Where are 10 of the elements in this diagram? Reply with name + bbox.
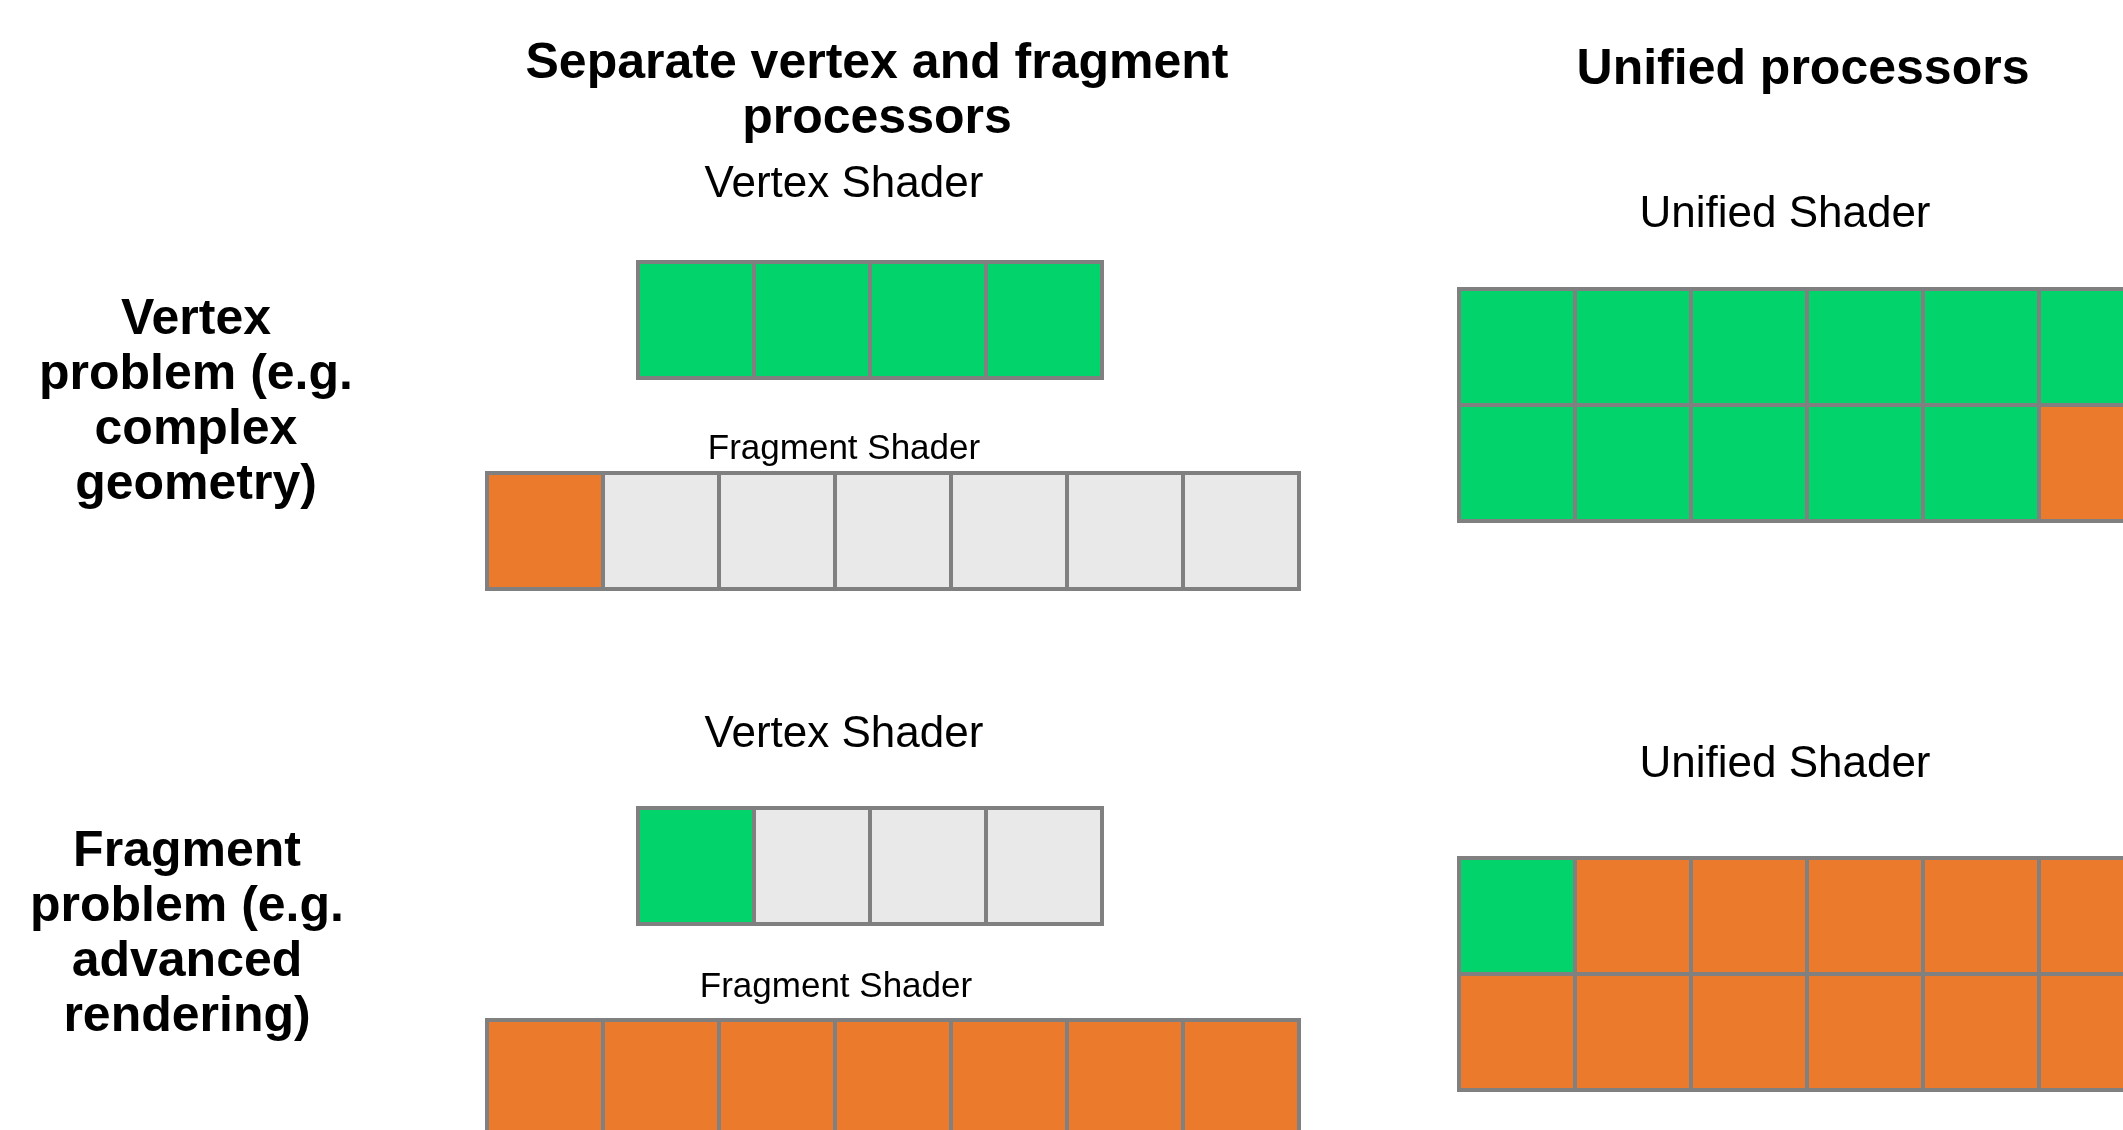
shader-label: Vertex Shader: [703, 708, 985, 757]
shader-label: Unified Shader: [1638, 738, 1932, 787]
row-heading: Vertex problem (e.g. complex geometry): [38, 290, 354, 510]
shader-label: Fragment Shader: [706, 428, 982, 467]
row-heading: Fragment problem (e.g. advanced rendering): [29, 822, 345, 1042]
shader-label: Vertex Shader: [703, 158, 985, 207]
column-heading: Unified processors: [1575, 40, 2031, 95]
column-heading: Separate vertex and fragment processors: [524, 34, 1230, 144]
shader-label: Fragment Shader: [698, 966, 974, 1005]
shader-label: Unified Shader: [1638, 188, 1932, 237]
